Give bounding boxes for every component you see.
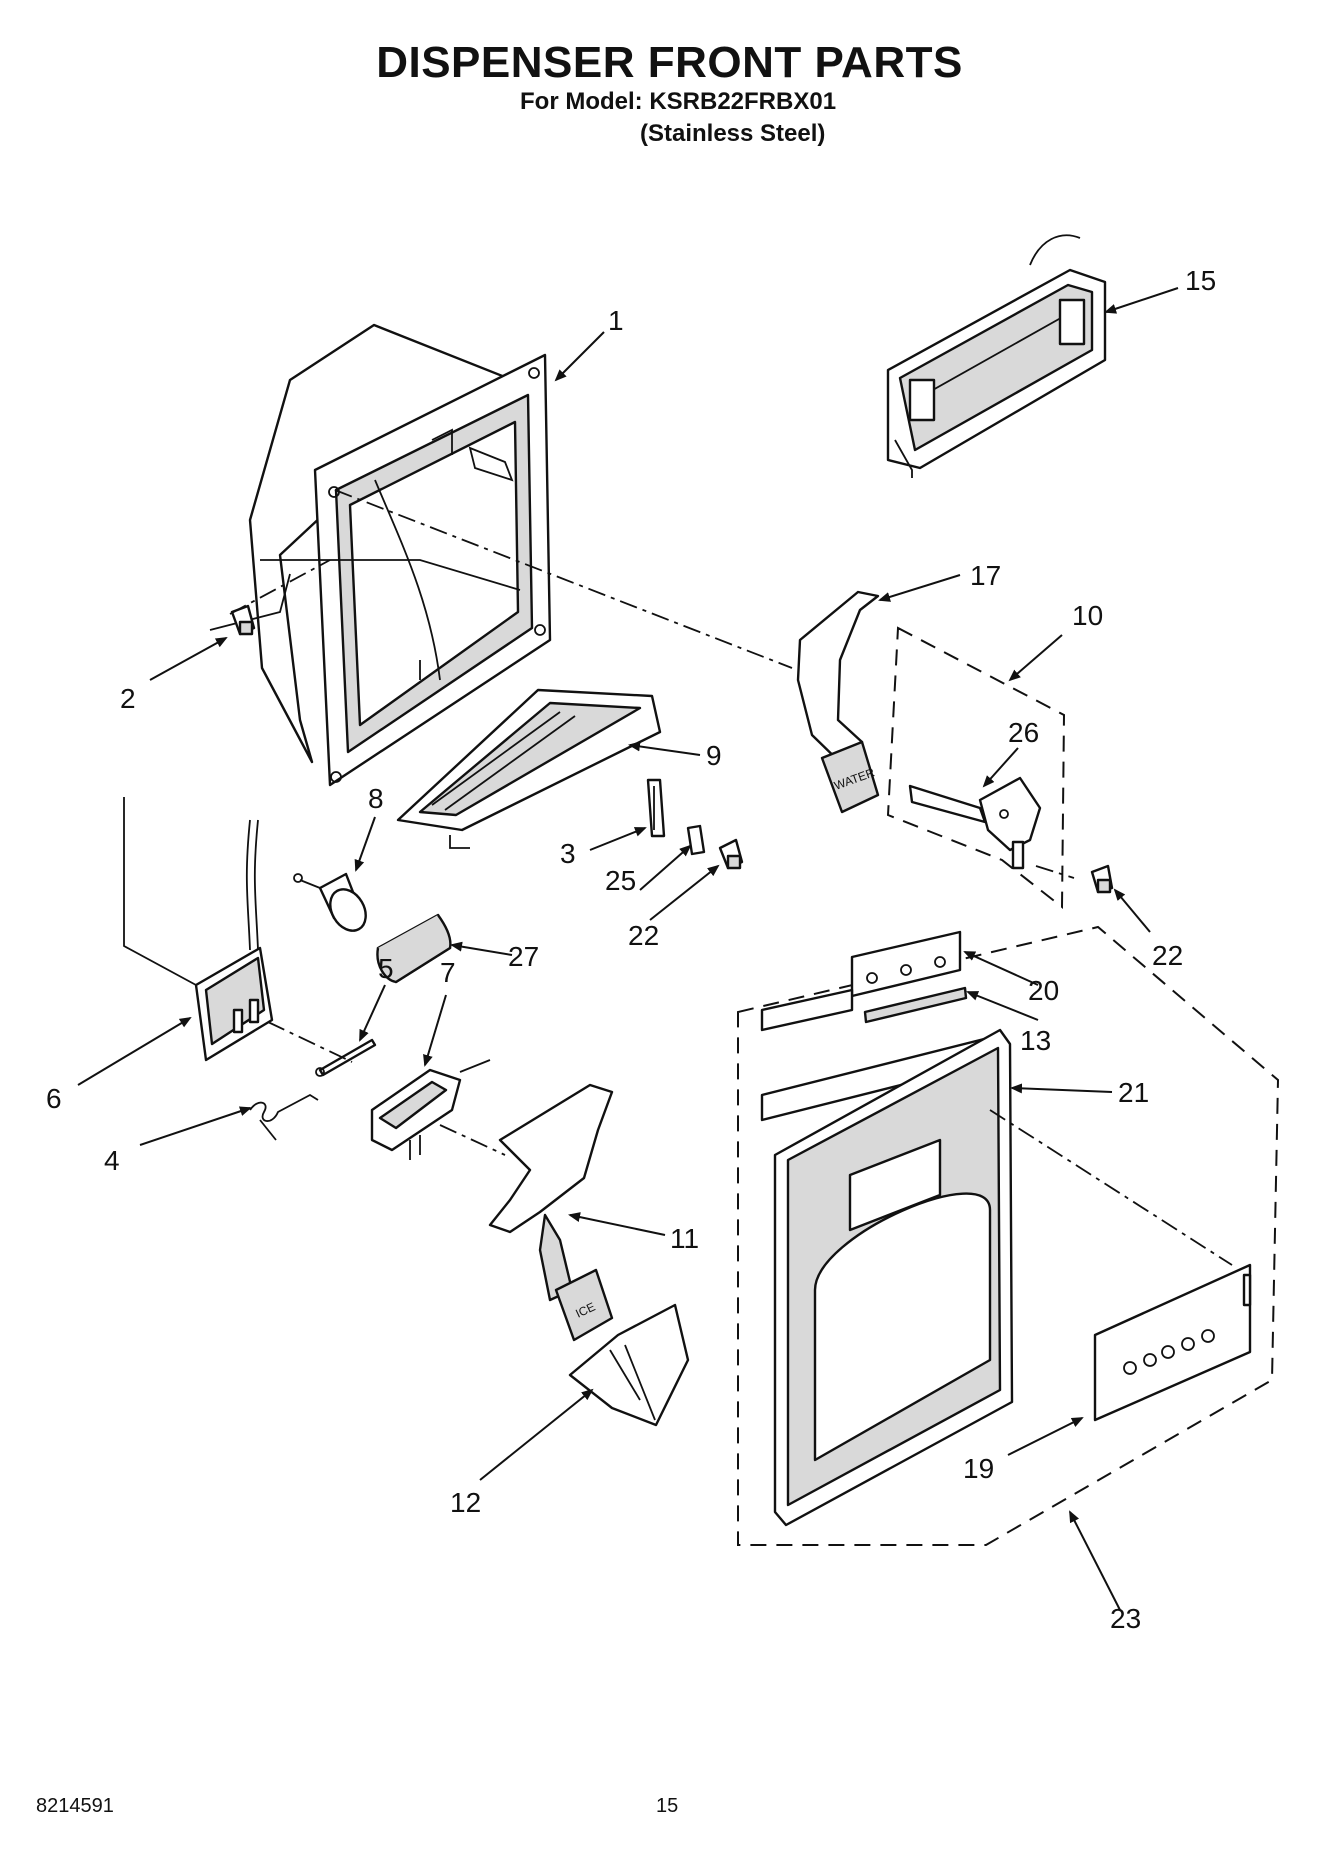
screw-22-right	[1090, 864, 1114, 894]
leader-26	[982, 747, 1019, 788]
control-board	[760, 930, 962, 1032]
callout-9: 9	[706, 740, 722, 771]
housing-guide	[209, 573, 291, 631]
model-line: For Model: KSRB22FRBX01	[520, 88, 837, 115]
leader-5	[359, 984, 386, 1042]
leader-1	[554, 331, 605, 382]
light-lens	[376, 913, 452, 984]
leader-13	[966, 991, 1039, 1021]
dispenser-front-frame	[760, 1028, 1014, 1527]
ice-actuator: ICE	[488, 1083, 614, 1342]
leader-6	[77, 1016, 192, 1086]
leader-23	[1069, 1510, 1121, 1611]
control-panel-overlay	[1093, 1263, 1252, 1422]
guide-motor-to-pin	[267, 1021, 353, 1063]
callout-22-right: 22	[1152, 940, 1183, 971]
leader-21	[1010, 1083, 1113, 1094]
callout-19: 19	[963, 1453, 994, 1484]
leader-8	[354, 816, 376, 872]
leader-3	[589, 827, 647, 851]
switch-clip	[646, 778, 666, 838]
leader-25	[639, 844, 692, 891]
callouts: 1 2 15 17 10 26 9 8 3 25 22 22 27 20 13 …	[46, 265, 1216, 1634]
ice-chute-housing	[248, 323, 552, 787]
leader-20	[963, 951, 1039, 986]
leader-15	[1104, 287, 1179, 314]
control-housing	[886, 234, 1107, 478]
callout-26: 26	[1008, 717, 1039, 748]
solenoid	[370, 1059, 491, 1160]
callout-12: 12	[450, 1487, 481, 1518]
leader-9	[628, 741, 701, 756]
callout-10: 10	[1072, 600, 1103, 631]
screw-2	[230, 604, 256, 636]
callout-11: 11	[670, 1223, 699, 1254]
leader-lines	[77, 287, 1179, 1611]
leader-19	[1007, 1417, 1084, 1456]
drip-tray	[396, 688, 662, 849]
callout-17: 17	[970, 560, 1001, 591]
callout-4: 4	[104, 1145, 120, 1176]
callout-2: 2	[120, 683, 136, 714]
leader-12	[479, 1388, 594, 1481]
callout-20: 20	[1028, 975, 1059, 1006]
housing-guide-2	[260, 559, 521, 591]
callout-27: 27	[508, 941, 539, 972]
guide-bracket-to-screw	[1035, 865, 1075, 879]
water-actuator: WATER	[796, 590, 880, 814]
screw-22-center	[718, 838, 744, 870]
assembly-23-outline	[737, 925, 1280, 1546]
assembly-10-outline	[886, 626, 1066, 910]
pin	[315, 1038, 377, 1077]
page-number: 15	[656, 1795, 679, 1817]
damper-motor	[293, 872, 367, 932]
callout-22-center: 22	[628, 920, 659, 951]
ice-chute-cup	[568, 1303, 690, 1427]
callout-23: 23	[1110, 1603, 1141, 1634]
callout-3: 3	[560, 838, 576, 869]
leader-22-right	[1113, 888, 1151, 933]
lever-bracket	[908, 776, 1042, 870]
leader-2	[149, 637, 228, 681]
leader-7	[423, 994, 447, 1067]
guide-frame-to-overlay	[989, 1109, 1233, 1266]
leader-27	[450, 941, 513, 956]
leader-10	[1008, 634, 1063, 682]
doc-number: 8214591	[36, 1795, 114, 1817]
callout-7: 7	[440, 957, 456, 988]
guide-housing-to-actuator	[334, 489, 793, 669]
leader-22-center	[649, 864, 720, 921]
callout-5: 5	[378, 953, 394, 984]
clip-25	[686, 824, 706, 856]
callout-13: 13	[1020, 1025, 1051, 1056]
spring	[249, 1093, 319, 1141]
leader-11	[568, 1212, 666, 1236]
page-title: DISPENSER FRONT PARTS	[376, 38, 963, 87]
control-panel-tape	[863, 986, 968, 1024]
guide-screw-to-housing	[229, 559, 331, 615]
callout-8: 8	[368, 783, 384, 814]
guide-solenoid-to-actuator	[439, 1124, 506, 1156]
motor-guide	[123, 797, 197, 986]
callout-25: 25	[605, 865, 636, 896]
leader-4	[139, 1106, 252, 1146]
finish-line: (Stainless Steel)	[640, 120, 826, 147]
ice-door-motor	[194, 819, 274, 1062]
callout-15: 15	[1185, 265, 1216, 296]
callout-21: 21	[1118, 1077, 1149, 1108]
callout-1: 1	[608, 305, 624, 336]
leader-17	[878, 574, 961, 602]
callout-6: 6	[46, 1083, 62, 1114]
